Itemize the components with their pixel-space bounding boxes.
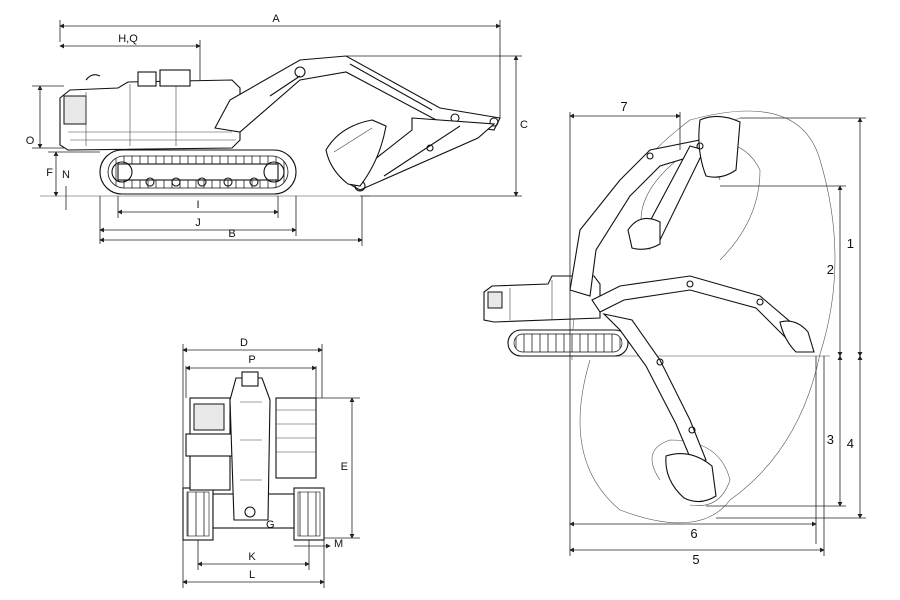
dim-label-n: N bbox=[62, 169, 70, 181]
range-boom-lowered bbox=[602, 313, 717, 503]
dim-label-4: 4 bbox=[847, 436, 854, 451]
dim-label-1: 1 bbox=[847, 236, 854, 251]
side-dimensions: A H,Q C O F N I bbox=[26, 13, 528, 246]
dim-label-g: G bbox=[266, 519, 275, 531]
dim-label-m: M bbox=[334, 538, 343, 550]
dim-label-7: 7 bbox=[620, 99, 627, 114]
dim-label-e: E bbox=[341, 461, 348, 473]
side-track bbox=[99, 149, 297, 195]
dim-label-b: B bbox=[228, 228, 235, 240]
front-dimensions: D P E G M K L bbox=[182, 337, 360, 588]
front-view: D P E G M K L bbox=[182, 337, 360, 588]
side-bucket bbox=[325, 119, 387, 187]
dim-label-hq: H,Q bbox=[118, 33, 138, 45]
dim-label-i: I bbox=[196, 199, 199, 211]
side-arm bbox=[345, 117, 496, 192]
range-dimensions: 7 1 2 4 3 6 5 bbox=[569, 99, 866, 567]
dim-label-6: 6 bbox=[690, 526, 697, 541]
dim-label-p: P bbox=[248, 354, 255, 366]
range-boom-mid bbox=[591, 275, 815, 353]
dim-label-3: 3 bbox=[827, 432, 834, 447]
dim-label-a: A bbox=[272, 13, 280, 25]
dim-label-j: J bbox=[195, 217, 201, 229]
dim-label-c: C bbox=[520, 119, 528, 131]
dim-label-d: D bbox=[240, 337, 248, 349]
dim-label-2: 2 bbox=[827, 262, 834, 277]
working-range-view: 7 1 2 4 3 6 5 bbox=[483, 99, 866, 567]
front-boom bbox=[229, 377, 271, 521]
side-view: A H,Q C O F N I bbox=[26, 13, 528, 246]
dim-label-l: L bbox=[249, 569, 255, 581]
dim-label-k: K bbox=[248, 551, 256, 563]
range-boom-raised bbox=[569, 115, 741, 297]
dim-label-o: O bbox=[26, 135, 35, 147]
side-boom bbox=[214, 55, 501, 133]
dim-label-5: 5 bbox=[692, 552, 699, 567]
dim-label-f: F bbox=[46, 167, 53, 179]
side-upper-structure bbox=[59, 69, 241, 151]
